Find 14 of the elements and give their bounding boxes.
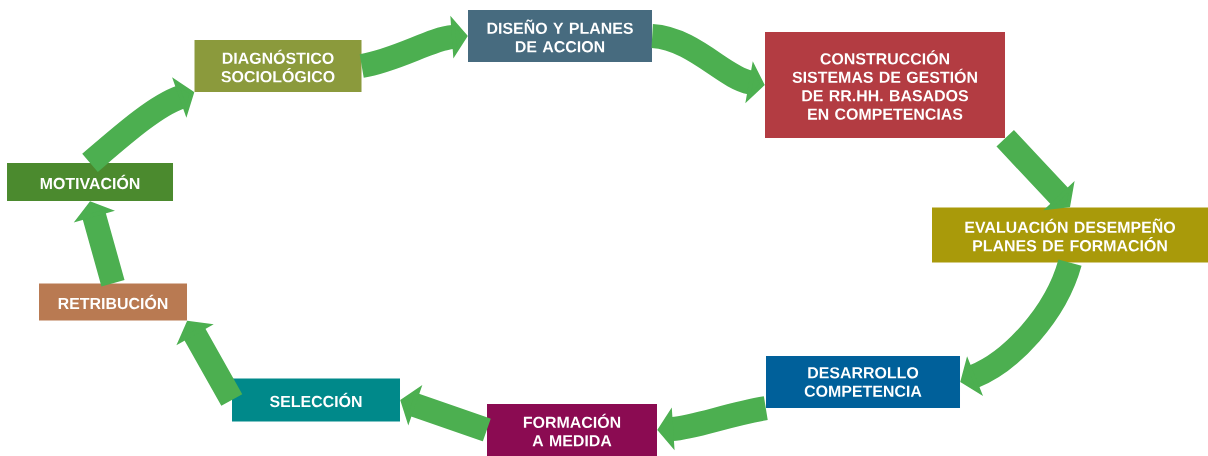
stage-box: DESARROLLO COMPETENCIA — [766, 356, 960, 408]
stage-box: DIAGNÓSTICO SOCIOLÓGICO — [194, 40, 362, 92]
arrow — [73, 201, 125, 287]
stage-box: FORMACIÓN A MEDIDA — [487, 404, 657, 456]
arrow — [176, 320, 243, 406]
arrow — [657, 396, 768, 451]
stage-box: EVALUACIÓN DESEMPEÑO PLANES DE FORMACIÓN — [932, 207, 1208, 263]
stage-box: RETRIBUCIÓN — [39, 283, 187, 321]
stage-box: MOTIVACIÓN — [7, 163, 173, 201]
stage-box: CONSTRUCCIÓN SISTEMAS DE GESTIÓN DE RR.HH. BASADOS EN COMPETENCIAS — [765, 32, 1005, 138]
arrow — [359, 15, 468, 78]
stage-box: DISEÑO Y PLANES DE ACCION — [468, 10, 652, 62]
arrow — [960, 259, 1082, 396]
stage-box: SELECCIÓN — [232, 378, 400, 422]
